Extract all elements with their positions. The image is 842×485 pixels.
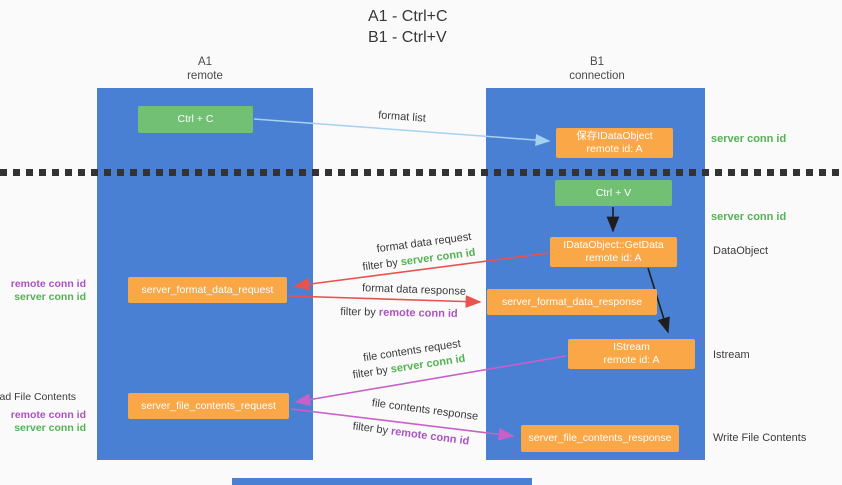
annotation-server-conn-id-left-top: server conn id	[14, 291, 86, 303]
node-ctrl-v: Ctrl + V	[555, 180, 672, 206]
node-format-request-label: server_format_data_request	[141, 283, 274, 296]
node-format-response-label: server_format_data_response	[501, 295, 643, 308]
annotation-remote-conn-id-bottom: remote conn id	[10, 409, 86, 421]
remote-conn-id-text: remote conn id	[378, 306, 458, 321]
annotation-write-file-contents: Write File Contents	[713, 432, 807, 444]
annotation-istream: Istream	[713, 349, 750, 361]
annotation-server-conn-id-top: server conn id	[711, 133, 787, 145]
node-ctrl-c-label: Ctrl + C	[177, 113, 214, 125]
node-file-request-label: server_file_contents_request	[141, 399, 276, 412]
lane-a1-title: A1	[197, 56, 213, 68]
node-ctrl-v-label: Ctrl + V	[595, 186, 632, 199]
node-server-format-data-response: server_format_data_response	[487, 289, 657, 315]
node-idataobject-getdata: IDataObject::GetData remote id: A	[550, 237, 677, 267]
node-save-line2: remote id: A	[586, 143, 643, 155]
label-file-contents-response: file contents response	[371, 397, 479, 423]
bottom-blue-bar	[232, 478, 532, 485]
node-server-file-contents-request: server_file_contents_request	[128, 393, 289, 419]
lane-b1-subtitle: connection	[569, 70, 625, 82]
node-istream-line1: IStream	[613, 341, 650, 353]
node-istream: IStream remote id: A	[568, 339, 695, 369]
remote-conn-id-text: remote conn id	[390, 425, 470, 448]
label-filter-by-remote-conn-id-1: filter by remote conn id	[340, 306, 458, 320]
copy-paste-divider-line	[0, 169, 842, 176]
lane-header-b1: B1 connection	[537, 55, 657, 83]
node-getdata-line2: remote id: A	[585, 252, 642, 264]
diagram-title-line2: B1 - Ctrl+V	[368, 29, 447, 46]
filter-by-text: filter by	[352, 420, 389, 437]
diagram-title-line1: A1 - Ctrl+C	[368, 8, 448, 25]
label-format-list: format list	[377, 109, 427, 125]
node-save-line1: 保存IDataObject	[576, 130, 653, 142]
label-format-data-response: format data response	[361, 282, 467, 298]
annotation-server-conn-id-left-bottom: server conn id	[14, 422, 86, 434]
node-file-response-label: server_file_contents_response	[528, 432, 672, 444]
node-save-idataobject: 保存IDataObject remote id: A	[556, 128, 673, 158]
node-server-file-contents-response: server_file_contents_response	[521, 425, 679, 452]
lane-header-a1: A1 remote	[145, 55, 265, 83]
annotation-dataobject: DataObject	[713, 245, 769, 257]
annotation-remote-conn-id-top: remote conn id	[10, 278, 86, 290]
lane-b1-title: B1	[589, 56, 605, 68]
filter-by-text: filter by	[361, 256, 399, 274]
annotation-server-conn-id-mid: server conn id	[711, 211, 787, 223]
filter-by-text: filter by	[351, 364, 389, 382]
node-istream-line2: remote id: A	[603, 354, 660, 366]
node-server-format-data-request: server_format_data_request	[128, 277, 287, 303]
node-ctrl-c: Ctrl + C	[138, 106, 253, 133]
annotation-read-file-contents: Read File Contents	[0, 391, 76, 403]
label-filter-by-remote-conn-id-2: filter by remote conn id	[352, 420, 470, 447]
lane-a1-subtitle: remote	[187, 70, 223, 82]
filter-by-text: filter by	[340, 305, 376, 319]
node-getdata-line1: IDataObject::GetData	[563, 239, 664, 251]
